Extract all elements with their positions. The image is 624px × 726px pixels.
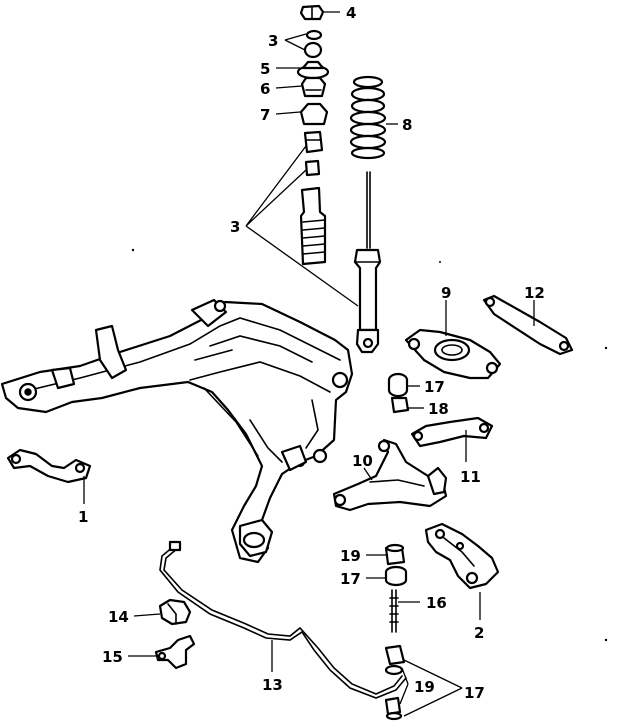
upper-control-arm <box>404 328 502 380</box>
bump-stop-rubber <box>303 130 324 154</box>
callout-19-mid: 19 <box>340 547 361 565</box>
lower-control-arm <box>332 438 448 512</box>
callout-17-mid: 17 <box>340 570 361 588</box>
crossmember-subframe <box>0 298 354 564</box>
callout-17-arm: 17 <box>424 378 445 396</box>
coil-spring <box>349 75 387 160</box>
bump-stop-cap <box>299 102 329 126</box>
stabilizer-link-bolt <box>389 589 399 633</box>
callout-19-bottom: 19 <box>414 678 435 696</box>
callout-16: 16 <box>426 594 447 612</box>
stabilizer-bar <box>159 540 407 699</box>
lateral-link <box>482 294 574 356</box>
stray-dot <box>604 638 608 642</box>
stray-dot <box>604 346 608 350</box>
callout-18: 18 <box>428 400 449 418</box>
knuckle <box>424 522 500 590</box>
mount-insulator <box>296 60 330 80</box>
callout-8: 8 <box>402 116 412 134</box>
mount-bushing-upper <box>303 41 323 59</box>
callout-3-top: 3 <box>268 32 278 50</box>
toe-link <box>410 416 494 448</box>
callout-5: 5 <box>260 60 270 78</box>
callout-6: 6 <box>260 80 270 98</box>
callout-1: 1 <box>78 508 88 526</box>
bump-stop-small <box>304 159 321 177</box>
callout-15: 15 <box>102 648 123 666</box>
callout-12: 12 <box>524 284 545 302</box>
callout-9: 9 <box>441 284 451 302</box>
callout-2: 2 <box>474 624 484 642</box>
stabilizer-bushing-19 <box>384 543 406 566</box>
lower-link-left <box>6 448 92 484</box>
arm-bushing-18 <box>390 396 410 414</box>
stabilizer-bar-bracket <box>154 634 196 670</box>
shock-absorber <box>353 171 382 354</box>
stray-dot <box>131 248 135 252</box>
callout-4: 4 <box>346 4 356 22</box>
callout-14: 14 <box>108 608 129 626</box>
callout-10: 10 <box>352 452 373 470</box>
callout-17-bottom: 17 <box>464 684 485 702</box>
callout-11: 11 <box>460 468 481 486</box>
mount-seat <box>300 76 327 98</box>
leader-lines <box>83 11 535 717</box>
dust-boot <box>299 186 327 266</box>
stabilizer-bar-bushing <box>158 598 192 626</box>
callout-13: 13 <box>262 676 283 694</box>
arm-bushing-17 <box>387 372 409 398</box>
callout-7: 7 <box>260 106 270 124</box>
bar-end-bushings <box>384 644 406 721</box>
mount-washer-upper <box>305 29 323 41</box>
stabilizer-bushing-17 <box>384 565 408 587</box>
callout-3-mid: 3 <box>230 218 240 236</box>
strut-mount-nut <box>299 4 325 21</box>
stray-dot <box>439 261 441 263</box>
